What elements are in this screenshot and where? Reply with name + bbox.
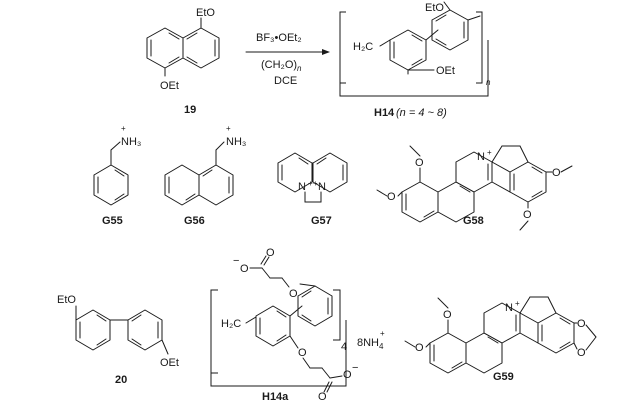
carbonyl-oxygen-label: O	[266, 247, 275, 259]
ammonium-label: NH₃	[121, 136, 141, 148]
carbonyl-oxygen-label: O	[318, 391, 327, 403]
compound-h14a: H₂C O O O − O O O − 4 8NH4 +	[210, 247, 385, 403]
positive-charge-label: +	[121, 124, 126, 133]
negative-charge-label: −	[352, 362, 358, 374]
ethoxy-top-label: EtO	[425, 2, 444, 14]
compound-g57: N N + + G57	[277, 152, 348, 227]
negative-charge-label: −	[233, 255, 239, 267]
ethoxy-bottom-label: OEt	[160, 357, 179, 369]
reagent-solvent-label: DCE	[274, 75, 297, 87]
positive-charge-right-label: +	[313, 179, 318, 188]
nitrogen-label: N	[505, 302, 513, 314]
compound-label-g57: G57	[311, 215, 332, 227]
repeat-4-label: 4	[341, 341, 347, 353]
compound-h14: H₂C EtO OEt n H14 (n = 4 ~ 8)	[339, 1, 491, 119]
compound-label-20: 20	[115, 374, 127, 386]
methoxy-oxygen-label: O	[415, 342, 424, 354]
compound-19: EtO OEt 19	[146, 7, 220, 116]
compound-label-g56: G56	[184, 215, 205, 227]
positive-charge-label: +	[226, 124, 231, 133]
nitrogen-left-label: N	[298, 181, 306, 193]
compound-g55: NH₃ + G55	[93, 124, 141, 227]
dioxole-oxygen-label: O	[577, 318, 586, 330]
ch2-linker-label: H₂C	[353, 41, 373, 53]
bracket-right	[333, 289, 341, 341]
reagent-paraformaldehyde-label: (CH₂O)n	[261, 59, 302, 73]
ch2-linker-label: H₂C	[221, 318, 241, 330]
arrow-head-icon	[322, 49, 330, 55]
compound-label-h14: H14	[374, 107, 395, 119]
nitrogen-label: N	[477, 151, 485, 163]
methoxy-oxygen-label: O	[415, 157, 424, 169]
ethoxy-top-label: EtO	[196, 7, 215, 19]
methoxy-oxygen-label: O	[387, 191, 396, 203]
carboxylate-oxygen-label: O	[343, 369, 352, 381]
bracket-right	[476, 11, 483, 84]
ethoxy-bottom-label: OEt	[160, 80, 179, 92]
positive-charge-label: +	[515, 299, 520, 308]
compound-label-g59: G59	[493, 371, 514, 383]
polymer-loop-line	[210, 320, 347, 387]
counterion-label: 8NH4	[357, 337, 384, 351]
ether-oxygen-label: O	[289, 288, 298, 300]
methoxy-oxygen-label: O	[443, 309, 452, 321]
carboxylate-oxygen-label: O	[240, 263, 249, 275]
methoxy-oxygen-label: O	[523, 209, 532, 221]
positive-charge-left-label: +	[308, 179, 313, 188]
compound-label-g58: G58	[463, 215, 484, 227]
repeat-range-label: (n = 4 ~ 8)	[396, 107, 447, 119]
ethoxy-bottom-label: OEt	[436, 65, 455, 77]
dioxole-oxygen-label: O	[577, 347, 586, 359]
compound-g59: N + O O O O G59	[404, 296, 597, 383]
positive-charge-label: +	[487, 148, 492, 157]
bracket-left	[339, 11, 346, 84]
ammonium-label: NH₃	[226, 136, 246, 148]
ether-oxygen-label: O	[298, 347, 307, 359]
polymer-loop-line	[339, 40, 489, 97]
compound-20: EtO OEt 20	[57, 294, 179, 386]
compound-g58: N + O O O O G58	[376, 145, 573, 231]
nitrogen-right-label: N	[318, 181, 326, 193]
compound-g56: NH₃ + G56	[164, 124, 246, 227]
methoxy-oxygen-label: O	[552, 167, 561, 179]
compound-label-h14a: H14a	[262, 391, 289, 403]
counterion-charge-label: +	[380, 329, 385, 338]
reaction-arrow-block: BF₃•OEt₂ (CH₂O)n DCE	[245, 32, 330, 87]
ethoxy-top-label: EtO	[57, 294, 76, 306]
reagent-bf3-label: BF₃•OEt₂	[256, 32, 302, 44]
compound-label-19: 19	[184, 104, 196, 116]
bracket-left	[210, 289, 218, 374]
compound-label-g55: G55	[102, 215, 123, 227]
